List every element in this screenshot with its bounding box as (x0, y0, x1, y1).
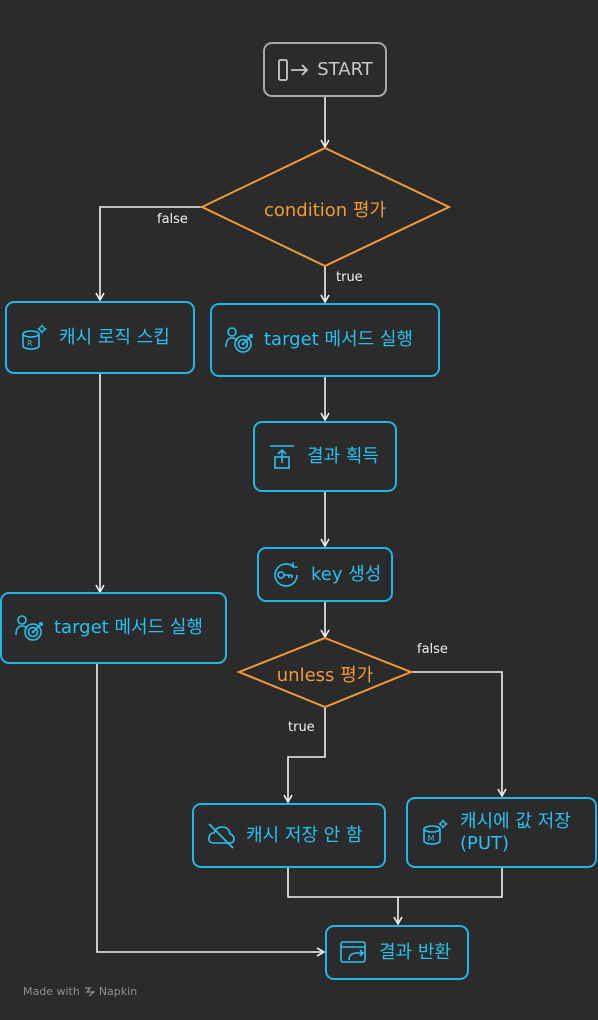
no-cache-save-node: 캐시 저장 안 함 (192, 803, 386, 868)
cache-database-icon: M (418, 816, 452, 850)
no-cache-save-label: 캐시 저장 안 함 (246, 824, 363, 846)
skip-cache-node: R 캐시 로직 스킵 (5, 301, 195, 374)
start-node: START (263, 42, 387, 97)
napkin-logo-icon (84, 986, 95, 997)
target-person-icon (12, 611, 46, 645)
return-window-icon (337, 936, 371, 970)
run-target-left-label: target 메서드 실행 (54, 617, 203, 638)
edge-put-to-return (393, 868, 503, 926)
get-result-node: 결과 획득 (253, 421, 397, 492)
unless-decision-shape (236, 636, 414, 709)
upload-tray-icon (265, 440, 299, 474)
start-label: START (317, 59, 373, 80)
cache-database-icon: R (17, 321, 51, 355)
key-gen-node: key 생성 (257, 547, 393, 602)
edge-nocache-to-return (287, 868, 398, 898)
return-result-node: 결과 반환 (325, 925, 469, 980)
key-gen-label: key 생성 (311, 563, 382, 585)
edge-unless-true (283, 708, 326, 804)
cache-put-label: 캐시에 값 저장 (PUT) (460, 810, 571, 854)
condition-false-label: false (157, 212, 188, 227)
condition-true-label: true (336, 270, 363, 285)
get-result-label: 결과 획득 (307, 445, 379, 467)
key-refresh-icon (269, 558, 303, 592)
edge-left-to-return (96, 664, 326, 957)
unless-true-label: true (288, 720, 315, 735)
cloud-off-icon (204, 819, 238, 853)
target-person-icon (222, 323, 256, 357)
cache-put-node: M 캐시에 값 저장 (PUT) (406, 797, 597, 868)
made-with-footer: Made with Napkin (23, 985, 137, 998)
start-enter-icon (277, 57, 311, 83)
condition-label: condition 평가 (263, 200, 387, 221)
made-with-text: Made with (23, 985, 80, 998)
run-target-right-node: target 메서드 실행 (210, 303, 440, 377)
edge-unless-false (411, 671, 507, 798)
napkin-brand-text: Napkin (98, 985, 138, 998)
run-target-right-label: target 메서드 실행 (264, 329, 413, 350)
return-result-label: 결과 반환 (379, 941, 451, 963)
skip-cache-label: 캐시 로직 스킵 (59, 326, 170, 348)
svg-text:R: R (27, 339, 33, 348)
svg-text:M: M (428, 834, 435, 843)
edge-condition-false (95, 206, 203, 302)
unless-false-label: false (417, 642, 448, 657)
run-target-left-node: target 메서드 실행 (0, 592, 227, 664)
condition-decision-shape (199, 146, 452, 268)
unless-label: unless 평가 (276, 665, 374, 686)
